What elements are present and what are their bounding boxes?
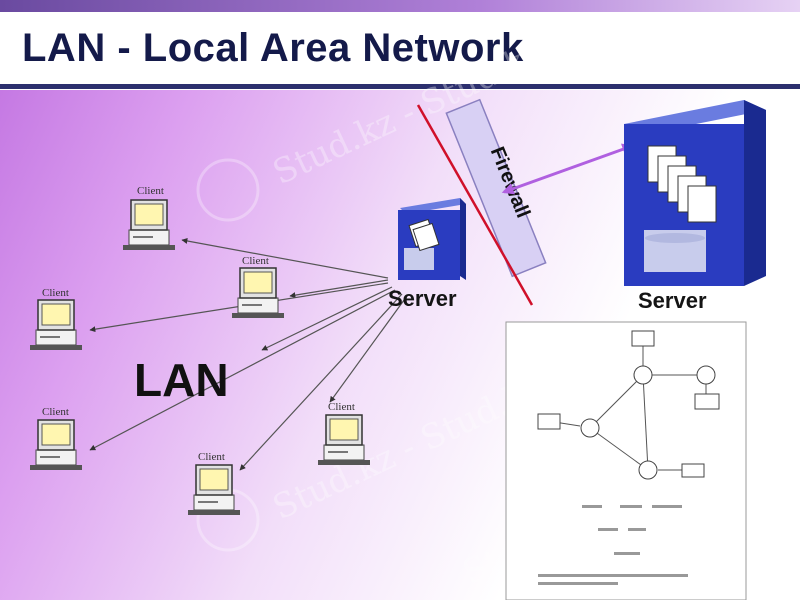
client-computer-icon [187,464,241,516]
connection-line [329,295,408,403]
lan-label: LAN [134,354,229,406]
connection-line [261,286,393,351]
firewall-boundary-line [416,104,534,306]
top-accent-stripe [0,0,800,12]
client-computer-icon [29,299,83,351]
client-computer: Client [231,255,285,319]
server-label: Server [388,286,457,311]
network-figure [505,321,747,600]
client-computer-icon [317,414,371,466]
client-computer: Client [29,406,83,471]
connection-line [89,289,396,451]
client-computer-icon [122,199,176,251]
client-computer: Client [122,185,176,251]
client-computer-icon [231,267,285,319]
local-server: Server [388,198,466,311]
firewall-link-arrow [501,143,635,195]
figure-frame [505,321,747,600]
client-label: Client [242,255,269,267]
client-computer: Client [187,451,241,516]
title-bar: LAN - Local Area Network [0,0,800,90]
connection-lines [89,238,408,471]
client-computer: Client [29,287,83,351]
server-icon [398,198,466,280]
connection-line [239,293,403,471]
file-stack-icon [647,145,717,223]
server-icon [624,100,766,286]
client-label: Client [198,451,225,463]
title-divider [0,84,800,89]
connection-line [289,279,389,299]
connection-line [181,238,389,279]
client-label: Client [328,401,355,413]
client-label: Client [42,406,69,418]
watermark-logo [196,158,260,222]
page-title: LAN - Local Area Network [22,26,524,70]
client-computer-icon [29,419,83,471]
server-label: Server [638,288,707,313]
client-computer: Client [317,401,371,466]
client-label: Client [137,185,164,197]
remote-server: Server [624,100,766,313]
client-label: Client [42,287,69,299]
